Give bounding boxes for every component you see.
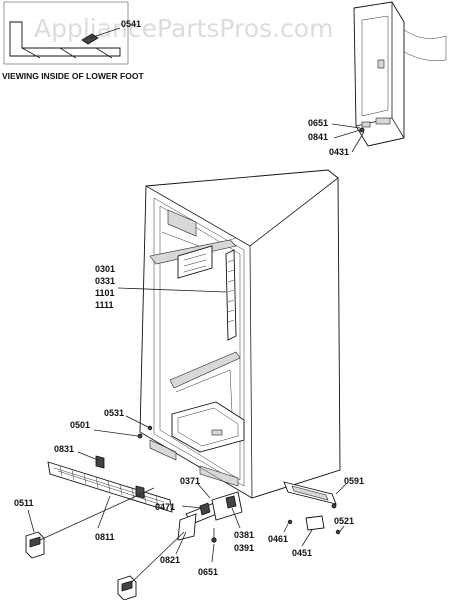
callout-0471: 0471 [155, 502, 175, 512]
leveling-leg-left [25, 487, 155, 559]
watermark: AppliancePartsPros.com [34, 14, 333, 43]
callout-0501: 0501 [70, 420, 90, 430]
callout-0451: 0451 [292, 548, 312, 558]
toe-grille [47, 455, 173, 513]
callout-0331: 0331 [95, 276, 115, 286]
callout-0531: 0531 [104, 408, 124, 418]
callout-0831: 0831 [54, 444, 74, 454]
refrigerator-cabinet [139, 169, 341, 499]
lower-foot-inset: 0541 VIEWING INSIDE OF LOWER FOOT [2, 1, 144, 81]
callout-0511: 0511 [14, 498, 34, 508]
callout-0521: 0521 [334, 516, 354, 526]
callout-0651-top: 0651 [308, 118, 328, 128]
callout-0841: 0841 [308, 132, 328, 142]
callout-0431: 0431 [329, 147, 349, 157]
callout-0381: 0381 [234, 530, 254, 540]
lower-hinge-assembly [177, 491, 243, 543]
roller-rail-right [283, 481, 341, 535]
cabinet-back-view [331, 1, 447, 153]
callout-0461: 0461 [268, 534, 288, 544]
callout-0371: 0371 [180, 476, 200, 486]
callout-0591: 0591 [344, 476, 364, 486]
callout-0811: 0811 [95, 532, 115, 542]
callout-1111: 1111 [95, 300, 114, 310]
callout-0301: 0301 [95, 264, 115, 274]
leveling-leg-bottom [117, 531, 185, 600]
callout-1101: 1101 [95, 288, 115, 298]
callout-0391: 0391 [234, 543, 254, 553]
callout-0821: 0821 [160, 555, 180, 565]
callout-0541: 0541 [121, 19, 141, 29]
callout-0651-bottom: 0651 [198, 567, 218, 577]
inset-caption: VIEWING INSIDE OF LOWER FOOT [2, 71, 144, 81]
